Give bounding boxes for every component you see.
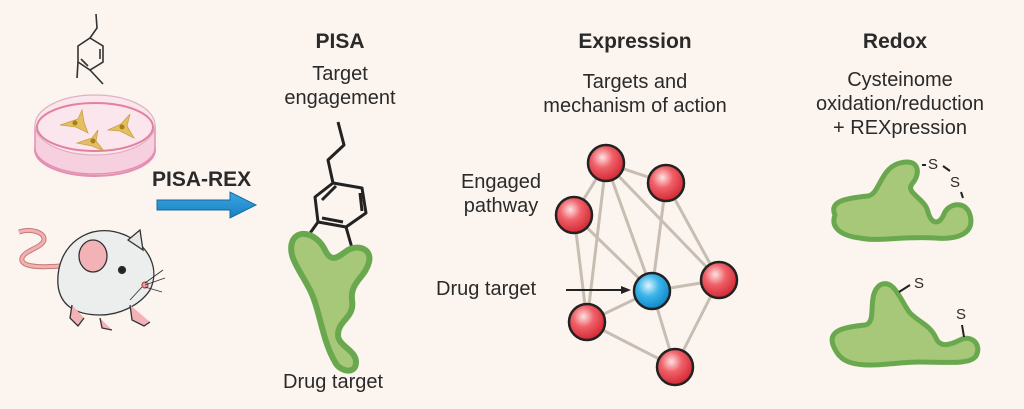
pisa-subtitle-line: Target	[312, 63, 368, 85]
small-molecule-icon	[76, 13, 104, 85]
drug-target-node	[632, 271, 672, 311]
redox-subtitle-line: + REXpression	[833, 117, 967, 139]
pathway-node	[646, 163, 686, 203]
pisa-rex-arrow	[156, 191, 258, 219]
pisa-drug-target-label: Drug target	[283, 371, 384, 393]
redox-subtitle-line: oxidation/reduction	[816, 93, 984, 115]
petri-dish-icon	[34, 94, 156, 177]
pathway-node	[699, 260, 739, 300]
pathway-node	[567, 302, 607, 342]
engaged-pathway-line: pathway	[463, 195, 539, 217]
drug-target-pointer-arrow	[566, 286, 631, 294]
pisa-subtitle: Target engagement	[255, 62, 425, 110]
network-nodes	[554, 143, 739, 387]
pisa-rex-label: PISA-REX	[152, 168, 252, 191]
sulfur-atom: S	[956, 306, 967, 323]
pisa-subtitle-line: engagement	[284, 87, 396, 109]
drug-target-protein	[288, 230, 373, 374]
network-drug-target-label: Drug target	[436, 278, 537, 300]
bound-molecule-icon	[306, 121, 368, 249]
pathway-node	[655, 347, 695, 387]
reduced-protein	[829, 281, 981, 368]
sulfur-atom: S	[950, 174, 961, 191]
network-edge	[604, 162, 654, 292]
thiol-bonds	[898, 284, 965, 338]
redox-title: Redox	[862, 30, 928, 53]
network-edge	[585, 162, 608, 323]
engaged-pathway-label: Engaged pathway	[451, 170, 551, 218]
oxidized-protein	[831, 159, 974, 242]
expression-title: Expression	[578, 30, 692, 53]
pathway-node	[554, 195, 594, 235]
expression-subtitle: Targets and mechanism of action	[510, 70, 760, 118]
disulfide-bond	[922, 164, 964, 199]
pathway-node	[586, 143, 626, 183]
expression-subtitle-line: Targets and	[582, 71, 688, 93]
sulfur-atom: S	[928, 156, 939, 173]
sulfur-atom: S	[914, 275, 925, 292]
expression-subtitle-line: mechanism of action	[543, 95, 727, 117]
redox-subtitle-line: Cysteinome	[847, 69, 953, 91]
mouse-icon	[18, 227, 166, 331]
pisa-title: PISA	[315, 30, 365, 53]
engaged-pathway-line: Engaged	[460, 171, 542, 193]
redox-subtitle: Cysteinome oxidation/reduction + REXpres…	[800, 68, 1000, 140]
